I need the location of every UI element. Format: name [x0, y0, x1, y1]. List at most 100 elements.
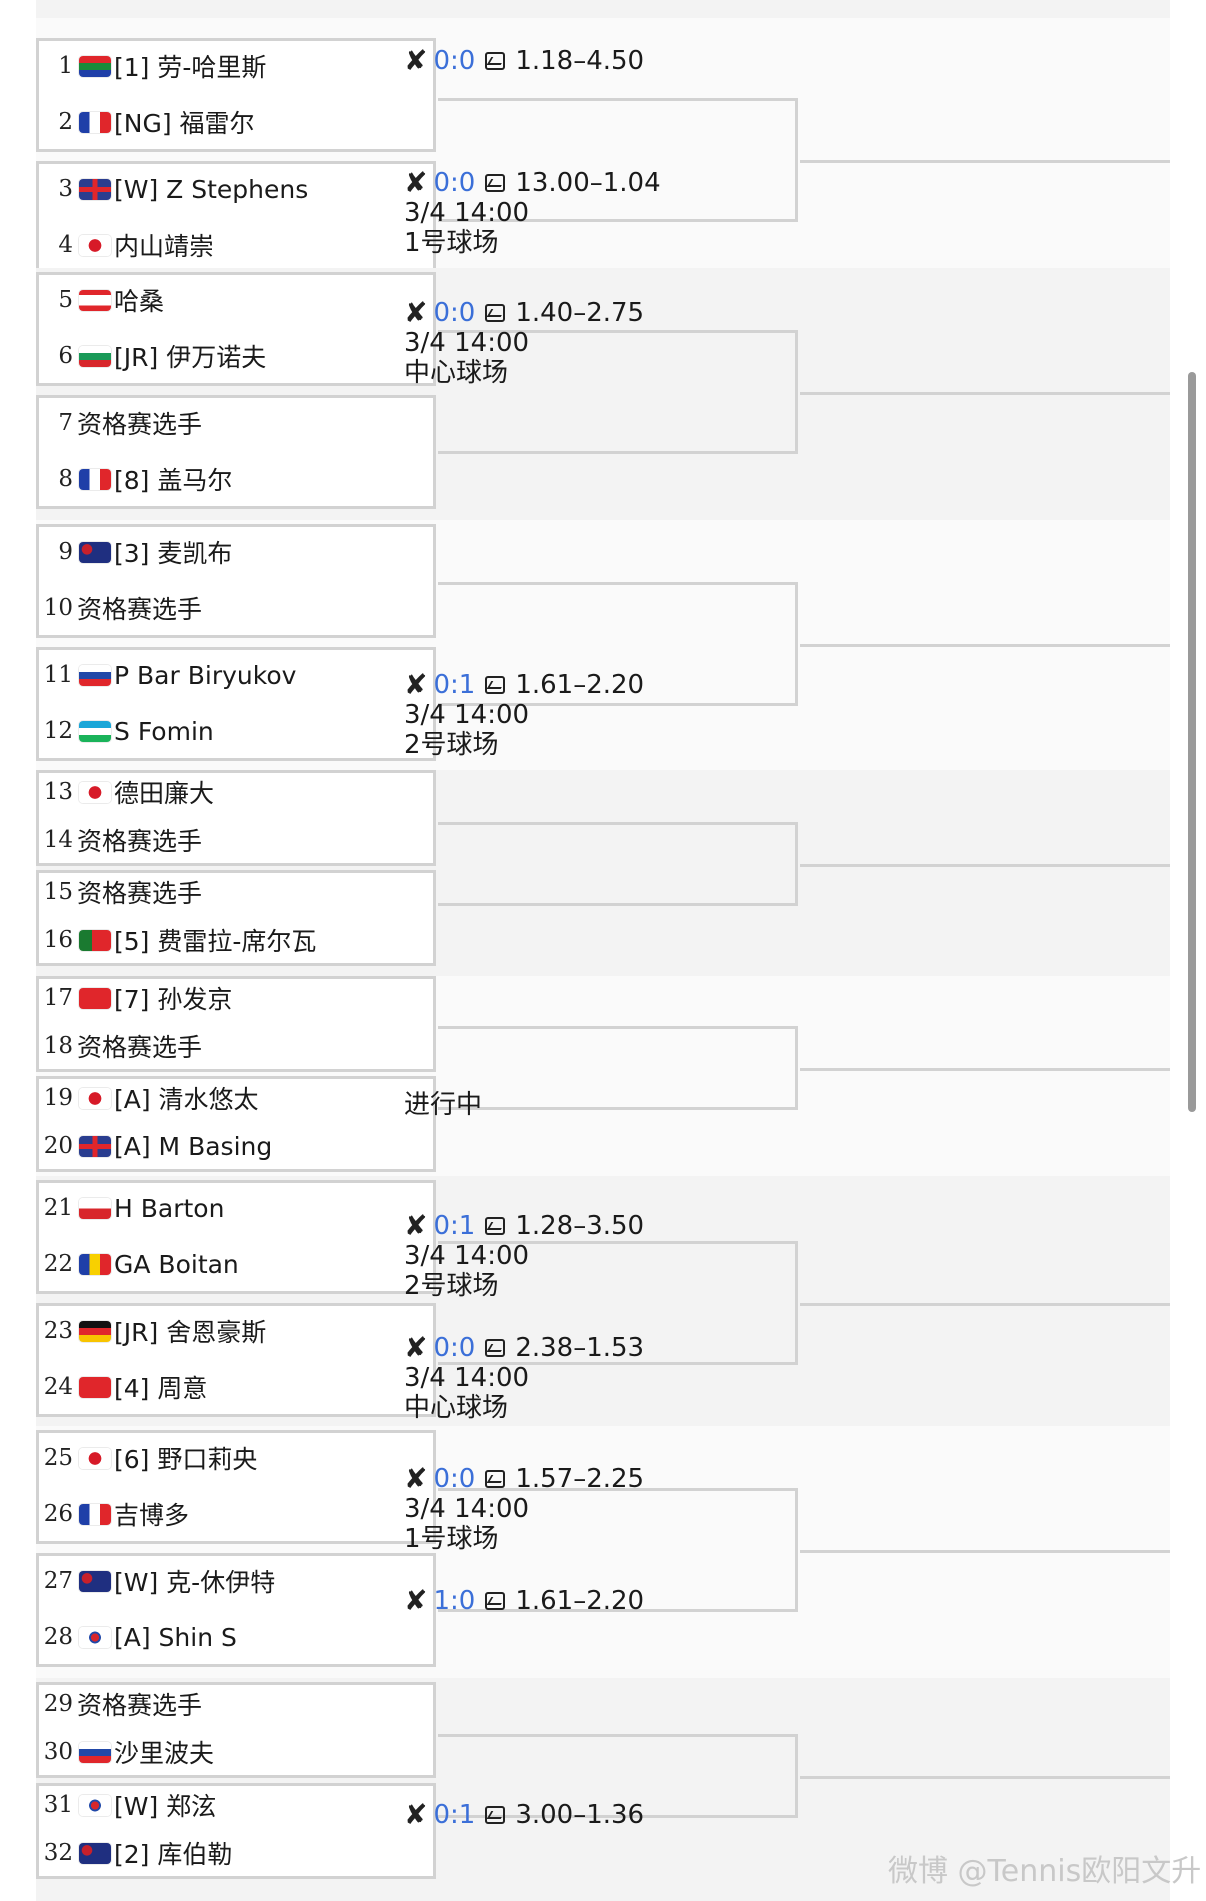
- bracket-connector: [800, 1068, 1170, 1071]
- chart-icon[interactable]: [485, 1470, 506, 1488]
- chart-icon[interactable]: [485, 1217, 506, 1235]
- match-box[interactable]: 19[A] 清水悠太 20[A] M Basing: [36, 1076, 436, 1172]
- head-to-head-score[interactable]: 0:0: [433, 1464, 476, 1494]
- draw-position: 31: [43, 1792, 73, 1818]
- match-box[interactable]: 21 H Barton 22 GA Boitan: [36, 1180, 436, 1294]
- odds-value: 1.61–2.20: [515, 1586, 645, 1616]
- flag-jp-icon: [79, 1087, 111, 1109]
- player-row[interactable]: 25[6] 野口莉央: [39, 1443, 258, 1474]
- match-box[interactable]: 31 [W] 郑泫 32[2] 库伯勒: [36, 1783, 436, 1879]
- player-row[interactable]: 11 P Bar Biryukov: [39, 660, 297, 690]
- player-row[interactable]: 12 S Fomin: [39, 716, 214, 746]
- player-row[interactable]: 4 内山靖崇: [39, 230, 215, 261]
- draw-position: 9: [58, 539, 73, 565]
- player-row[interactable]: 8[8] 盖马尔: [39, 464, 232, 495]
- player-row[interactable]: 1[1] 劳-哈里斯: [39, 51, 266, 82]
- draw-position: 29: [43, 1691, 73, 1717]
- draw-position: 21: [43, 1195, 73, 1221]
- player-row[interactable]: 19[A] 清水悠太: [39, 1083, 259, 1114]
- player-row[interactable]: 21 H Barton: [39, 1193, 225, 1223]
- player-row[interactable]: 5 哈桑: [39, 285, 164, 316]
- match-box[interactable]: 25[6] 野口莉央 26 吉博多: [36, 1430, 436, 1544]
- odds-value: 1.28–3.50: [515, 1211, 645, 1241]
- player-row[interactable]: 2 [NG] 福雷尔: [39, 107, 255, 138]
- chart-icon[interactable]: [485, 1592, 506, 1610]
- player-row[interactable]: 16[5] 费雷拉-席尔瓦: [39, 925, 317, 956]
- player-row[interactable]: 28[A] Shin S: [39, 1622, 237, 1652]
- match-box[interactable]: 11 P Bar Biryukov 12 S Fomin: [36, 647, 436, 761]
- player-name: [W] 郑泫: [114, 1792, 217, 1821]
- player-row[interactable]: 31 [W] 郑泫: [39, 1790, 217, 1821]
- player-row[interactable]: 30 沙里波夫: [39, 1737, 214, 1768]
- draw-position: 2: [58, 109, 73, 135]
- player-row[interactable]: 23[JR] 舍恩豪斯: [39, 1316, 267, 1347]
- player-row[interactable]: 26 吉博多: [39, 1499, 189, 1530]
- draw-position: 27: [43, 1568, 73, 1594]
- match-box[interactable]: 27[W] 克-休伊特 28[A] Shin S: [36, 1553, 436, 1667]
- round2-bracket-line: [438, 1241, 798, 1365]
- bracket-section: 1[1] 劳-哈里斯 2 [NG] 福雷尔 3[W] Z Stephens 4 内山靖崇: [36, 18, 1170, 275]
- chart-icon[interactable]: [485, 676, 506, 694]
- chart-icon[interactable]: [485, 1339, 506, 1357]
- chart-icon[interactable]: [485, 1806, 506, 1824]
- player-row[interactable]: 3[W] Z Stephens: [39, 174, 308, 204]
- chart-icon[interactable]: [485, 52, 506, 70]
- player-row[interactable]: 22 GA Boitan: [39, 1249, 239, 1279]
- head-to-head-score[interactable]: 0:0: [433, 46, 476, 76]
- scrollbar[interactable]: [1188, 372, 1196, 1112]
- odds-value: 1.18–4.50: [515, 46, 645, 76]
- player-row[interactable]: 24[4] 周意: [39, 1372, 208, 1403]
- player-row[interactable]: 9[3] 麦凯布: [39, 537, 232, 568]
- player-row[interactable]: 20[A] M Basing: [39, 1131, 273, 1161]
- player-name: 内山靖崇: [114, 232, 215, 261]
- player-row[interactable]: 32[2] 库伯勒: [39, 1838, 233, 1869]
- head-to-head-score[interactable]: 0:0: [433, 298, 476, 328]
- head-to-head-score[interactable]: 0:0: [433, 168, 476, 198]
- chart-icon[interactable]: [485, 304, 506, 322]
- player-row[interactable]: 13 德田廉大: [39, 777, 214, 808]
- player-row[interactable]: 6[JR] 伊万诺夫: [39, 341, 266, 372]
- player-row[interactable]: 27[W] 克-休伊特: [39, 1566, 275, 1597]
- player-row[interactable]: 17[7] 孙发京: [39, 983, 233, 1014]
- player-name: [JR] 舍恩豪斯: [114, 1318, 267, 1347]
- head-to-head-score[interactable]: 0:1: [433, 1211, 476, 1241]
- match-box[interactable]: 1[1] 劳-哈里斯 2 [NG] 福雷尔: [36, 38, 436, 152]
- draw-position: 11: [43, 662, 73, 688]
- match-info[interactable]: 进行中: [404, 1090, 482, 1120]
- match-box[interactable]: 23[JR] 舍恩豪斯 24[4] 周意: [36, 1303, 436, 1417]
- flag-ru-icon: [79, 1741, 111, 1763]
- head-to-head-score[interactable]: 1:0: [433, 1586, 476, 1616]
- head-to-head-score[interactable]: 0:0: [433, 1333, 476, 1363]
- match-box[interactable]: 5 哈桑 6[JR] 伊万诺夫: [36, 272, 436, 386]
- match-time: 3/4 14:00: [404, 1241, 530, 1271]
- chart-icon[interactable]: [485, 174, 506, 192]
- head-to-head-score[interactable]: 0:1: [433, 1800, 476, 1830]
- draw-position: 1: [58, 53, 73, 79]
- match-box[interactable]: 3[W] Z Stephens 4 内山靖崇: [36, 161, 436, 275]
- flag-gb-icon: [79, 1135, 111, 1157]
- player-name: [NG] 福雷尔: [114, 109, 255, 138]
- head-to-head-score[interactable]: 0:1: [433, 670, 476, 700]
